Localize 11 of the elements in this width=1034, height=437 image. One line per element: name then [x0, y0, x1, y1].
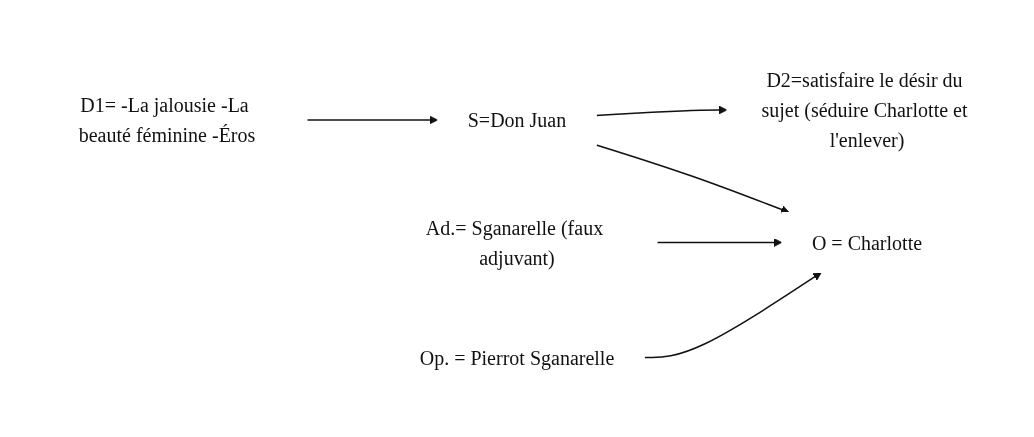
arrow [643, 271, 822, 358]
node-text: D2=satisfaire le désir du sujet (séduire Charlotte et l'enlever) [761, 68, 968, 151]
node-text: O = Charlotte [811, 231, 923, 254]
arrow [656, 237, 783, 247]
node-text: S=Don Juan [467, 108, 567, 131]
node-text: Op. = Pierrot Sganarelle [419, 346, 615, 369]
node-text: Ad.= Sganarelle (faux adjuvant) [425, 216, 604, 269]
node-text: D1= -La jalousie -La beauté féminine -Éros [78, 93, 256, 146]
arrow [306, 115, 439, 125]
arrow [595, 143, 790, 214]
arrow [595, 105, 728, 116]
